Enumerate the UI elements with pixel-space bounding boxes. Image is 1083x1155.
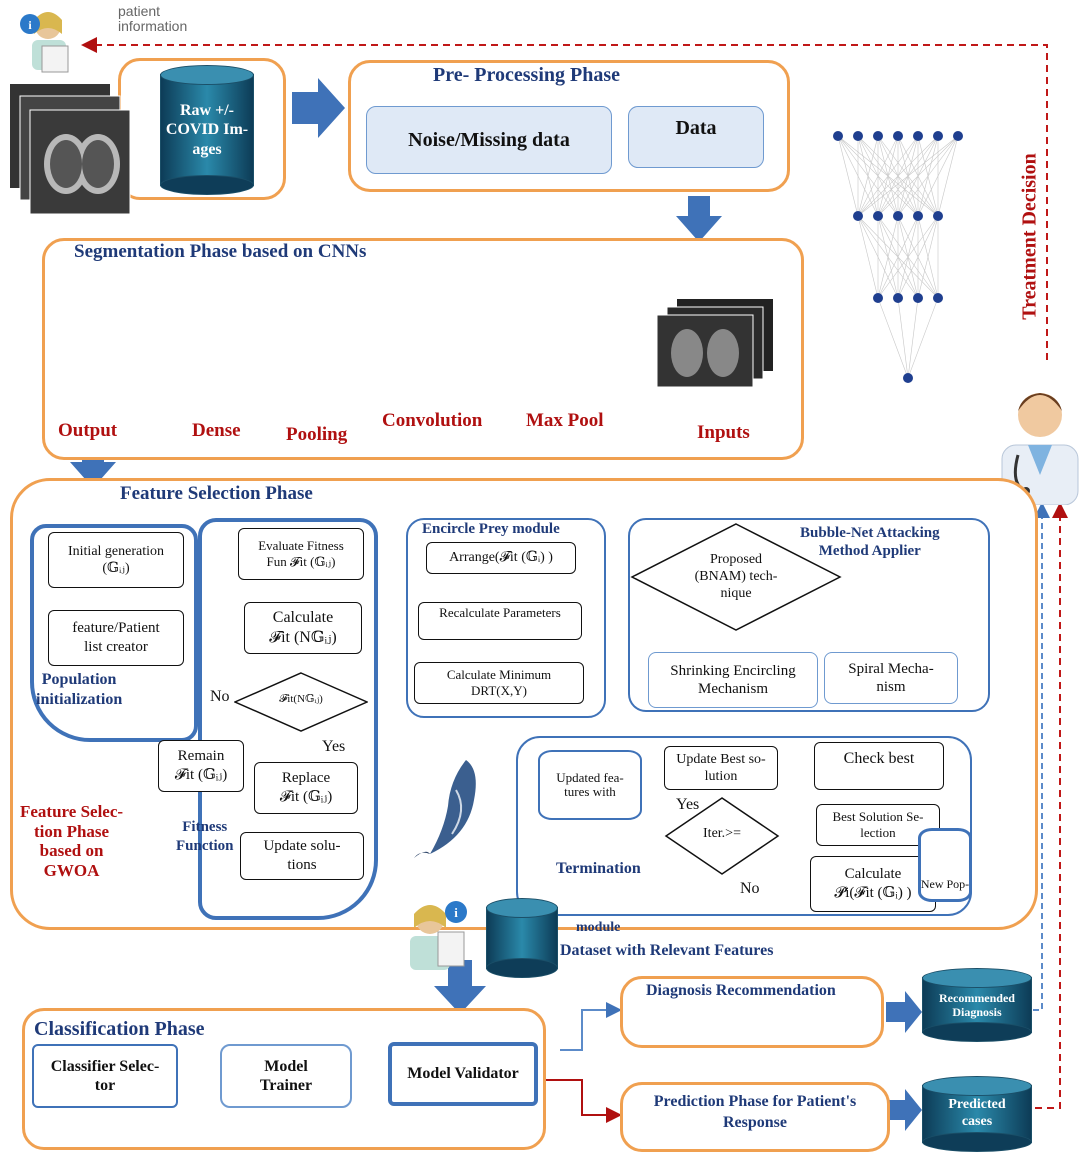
- new-population-label: New Pop-: [920, 876, 970, 891]
- nn-node: [853, 211, 863, 221]
- iter-label: Iter.>=: [703, 826, 741, 841]
- nn-node: [873, 131, 883, 141]
- feature-selection-title: Feature Selection Phase: [120, 483, 313, 504]
- replace-fitness-box: Replace 𝓕it (𝔾ᵢⱼ): [254, 762, 358, 814]
- nn-node: [933, 131, 943, 141]
- nn-node: [853, 131, 863, 141]
- ct-input-slices: [655, 297, 775, 389]
- patient-info-icon: i: [14, 4, 74, 74]
- bubble-net-title: Bubble-Net Attacking Method Applier: [800, 525, 940, 559]
- seg-label-dense: Dense: [192, 420, 241, 441]
- shrinking-encircling-label: Shrinking Encircling Mechanism: [670, 663, 796, 697]
- bnam-technique-label: Proposed (BNAM) tech- nique: [694, 552, 778, 601]
- check-best-box: Check best: [814, 742, 944, 790]
- nn-node: [933, 293, 943, 303]
- seg-label-pooling: Pooling: [286, 424, 348, 445]
- whale-icon: [410, 750, 490, 860]
- classifier-selector-box: Classifier Selec- tor: [32, 1044, 178, 1108]
- new-population-cylinder: New Pop-: [918, 828, 972, 902]
- predicted-to-doctor-line: [1035, 502, 1068, 1109]
- fitness-function-label: Fitness Function: [176, 819, 234, 854]
- seg-label-max-pool: Max Pool: [526, 410, 604, 431]
- fitness-no-label: No: [210, 688, 230, 705]
- seg-label-convolution: Convolution: [382, 410, 483, 431]
- updated-features-label: Updated fea- tures with: [556, 769, 624, 799]
- treatment-decision-label: Treatment Decision: [1018, 153, 1041, 320]
- segmentation-title: Segmentation Phase based on CNNs: [74, 241, 367, 262]
- nn-node: [913, 293, 923, 303]
- iter-yes-label: Yes: [676, 796, 700, 813]
- dataset-patient-icon: i: [400, 892, 476, 972]
- arrow-raw-to-preprocess: [292, 78, 345, 138]
- model-trainer-box: Model Trainer: [220, 1044, 352, 1108]
- preprocessing-title: Pre- Processing Phase: [433, 64, 621, 86]
- initial-generation-box: Initial generation (𝔾ᵢⱼ): [48, 532, 184, 588]
- spiral-mechanism-label: Spiral Mecha- nism: [848, 661, 934, 695]
- bnam-decision-diamond: [630, 522, 842, 632]
- nn-node: [893, 293, 903, 303]
- nn-node: [953, 131, 963, 141]
- calculate-minimum-box: Calculate Minimum DRT(X,Y): [414, 662, 584, 704]
- fitness-decision-diamond: [233, 672, 369, 732]
- update-best-solution-box: Update Best so- lution: [664, 746, 778, 790]
- encircle-prey-title: Encircle Prey module: [422, 521, 560, 537]
- recommended-diagnosis-database: Recommended Diagnosis: [922, 968, 1032, 1042]
- iter-no-label: No: [740, 880, 760, 897]
- remain-fitness-box: Remain 𝓕it (𝔾ᵢⱼ): [158, 740, 244, 792]
- ct-scan-stack: [8, 82, 138, 222]
- diagnosis-recommendation-box: [620, 976, 884, 1048]
- arrow-to-predicted: [886, 1089, 922, 1131]
- prediction-phase-label: Prediction Phase for Patient's Response: [653, 1093, 857, 1131]
- classification-title: Classification Phase: [34, 1018, 205, 1040]
- nn-node: [873, 293, 883, 303]
- recalculate-parameters-box: Recalculate Parameters: [418, 602, 582, 640]
- relevant-features-database: [486, 898, 558, 978]
- nn-node: [833, 131, 843, 141]
- termination-label: Termination: [556, 860, 641, 877]
- nn-node: [933, 211, 943, 221]
- prediction-phase-box: [620, 1082, 890, 1152]
- calculate-fitness-box: Calculate 𝓕it (N𝔾ᵢⱼ): [244, 602, 362, 654]
- diagnosis-recommendation-label: Diagnosis Recommendation: [646, 982, 836, 999]
- shrinking-encircling-box: Shrinking Encircling Mechanism: [648, 652, 818, 708]
- update-solutions-box: Update solu- tions: [240, 832, 364, 880]
- seg-label-inputs: Inputs: [697, 422, 750, 443]
- fitness-decision-label: 𝓕it(N𝔾ᵢⱼ): [279, 693, 323, 705]
- neural-network-graphic: [837, 135, 959, 379]
- population-init-label: Population initialization: [36, 671, 123, 708]
- dataset-relevant-features-label: Dataset with Relevant Features: [560, 942, 774, 959]
- spiral-mechanism-box: Spiral Mecha- nism: [824, 652, 958, 704]
- nn-node: [903, 373, 913, 383]
- noise-missing-data-box: Noise/Missing data: [366, 106, 612, 174]
- updated-features-cylinder: Updated fea- tures with: [538, 750, 642, 820]
- iter-decision-diamond: [664, 796, 780, 876]
- module-label: module: [576, 920, 621, 935]
- patient-information-label: patient information: [118, 3, 188, 34]
- feature-list-creator-box: feature/Patient list creator: [48, 610, 184, 666]
- nn-node: [913, 211, 923, 221]
- seg-label-output: Output: [58, 420, 118, 441]
- svg-text:i: i: [28, 18, 32, 32]
- nn-node: [893, 131, 903, 141]
- predicted-cases-database: Predicted cases: [922, 1076, 1032, 1152]
- nn-node: [893, 211, 903, 221]
- nn-node: [913, 131, 923, 141]
- data-box: Data: [628, 106, 764, 168]
- arrow-preprocess-to-segmentation: [676, 196, 722, 242]
- model-validator-box: Model Validator: [388, 1042, 538, 1106]
- svg-text:i: i: [454, 905, 458, 920]
- fitness-yes-label: Yes: [322, 738, 346, 755]
- nn-node: [873, 211, 883, 221]
- arrange-box: Arrange(𝓕it (𝔾ᵢ) ): [426, 542, 576, 574]
- evaluate-fitness-box: Evaluate Fitness Fun 𝓕it (𝔾ᵢⱼ): [238, 528, 364, 580]
- raw-images-database: Raw +/- COVID Im- ages: [160, 65, 254, 195]
- gwoa-label: Feature Selec- tion Phase based on GWOA: [20, 802, 124, 880]
- arrow-to-recommended: [886, 991, 922, 1033]
